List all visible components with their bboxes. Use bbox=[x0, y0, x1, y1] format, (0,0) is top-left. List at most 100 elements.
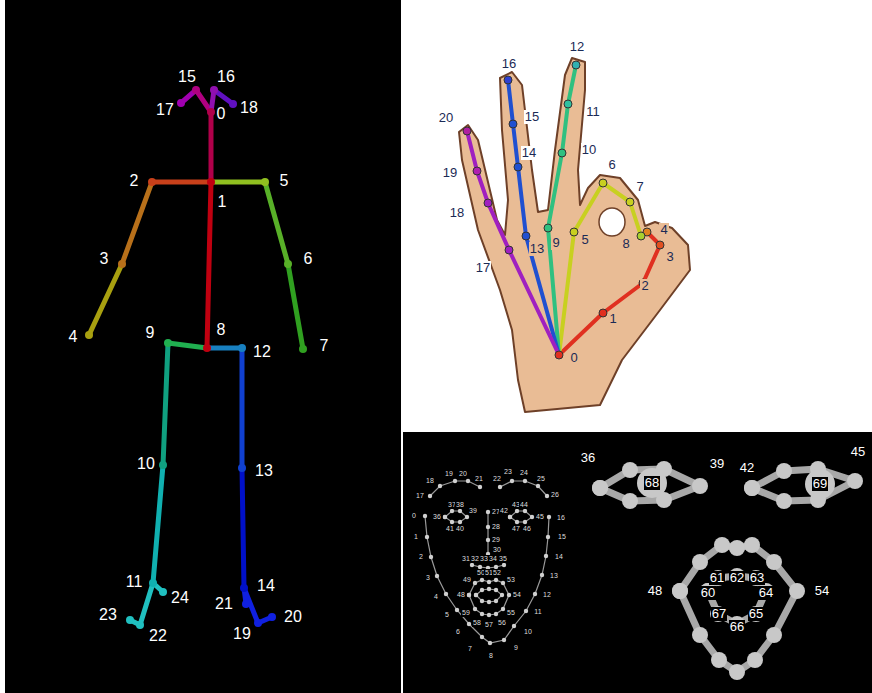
hand-keypoint-number: 13 bbox=[529, 242, 545, 256]
face-keypoint-number: 3 bbox=[425, 574, 431, 582]
body-keypoint-number: 19 bbox=[232, 625, 252, 643]
hand-keypoint-number: 14 bbox=[521, 146, 537, 160]
face-keypoint-number: 59 bbox=[461, 609, 471, 617]
body-keypoint-number: 2 bbox=[129, 172, 140, 190]
face-keypoint-number: 0 bbox=[411, 512, 417, 520]
hand-skeleton bbox=[467, 65, 660, 355]
face-keypoint-number: 26 bbox=[550, 491, 560, 499]
face-keypoint-number: 47 bbox=[511, 525, 521, 533]
face-keypoint-number: 2 bbox=[418, 553, 424, 561]
body-keypoint-number: 20 bbox=[283, 608, 303, 626]
face-keypoint-number: 21 bbox=[474, 475, 484, 483]
zoom-keypoint-number: 64 bbox=[758, 586, 774, 600]
hand-keypoint-number: 2 bbox=[640, 279, 649, 293]
face-keypoint-number: 38 bbox=[455, 501, 465, 509]
face-keypoint-number: 19 bbox=[444, 470, 454, 478]
zoom-keypoint-number: 63 bbox=[749, 571, 765, 585]
hand-keypoint-number: 11 bbox=[585, 105, 601, 119]
hand-keypoint-number: 5 bbox=[580, 233, 589, 247]
face-keypoint-number: 46 bbox=[522, 525, 532, 533]
face-panel bbox=[403, 432, 872, 693]
body-keypoint-number: 21 bbox=[214, 595, 234, 613]
face-keypoint-number: 7 bbox=[467, 645, 473, 653]
face-keypoint-number: 23 bbox=[503, 468, 513, 476]
face-keypoint-number: 54 bbox=[512, 591, 522, 599]
face-keypoint-number: 12 bbox=[542, 591, 552, 599]
hand-joints bbox=[463, 61, 664, 359]
body-keypoint-number: 14 bbox=[256, 577, 276, 595]
face-keypoint-number: 25 bbox=[536, 475, 546, 483]
body-keypoint-number: 12 bbox=[252, 343, 272, 361]
face-keypoint-number: 41 bbox=[445, 525, 455, 533]
hand-keypoint-number: 9 bbox=[551, 236, 560, 250]
zoom-keypoint-number: 36 bbox=[580, 451, 596, 465]
body-keypoint-number: 6 bbox=[303, 250, 314, 268]
face-keypoint-number: 48 bbox=[456, 591, 466, 599]
body-panel bbox=[5, 0, 401, 693]
zoom-keypoint-number: 68 bbox=[644, 476, 660, 490]
pupil-dot bbox=[805, 469, 835, 499]
hand-keypoint-number: 0 bbox=[569, 351, 578, 365]
zoom-keypoint-number: 39 bbox=[709, 457, 725, 471]
face-keypoint-number: 9 bbox=[513, 644, 519, 652]
hand-keypoint-number: 10 bbox=[581, 143, 597, 157]
body-keypoint-number: 9 bbox=[145, 324, 156, 342]
face-keypoint-number: 34 bbox=[488, 555, 498, 563]
hand-keypoint-number: 18 bbox=[449, 206, 465, 220]
face-keypoint-number: 14 bbox=[554, 553, 564, 561]
face-keypoint-number: 8 bbox=[488, 652, 494, 660]
face-keypoint-number: 58 bbox=[472, 619, 482, 627]
zoom-keypoint-number: 60 bbox=[700, 586, 716, 600]
face-keypoint-number: 20 bbox=[458, 470, 468, 478]
face-keypoint-number: 36 bbox=[432, 513, 442, 521]
hand-ring-gap bbox=[599, 208, 625, 236]
body-keypoint-number: 17 bbox=[155, 101, 175, 119]
hand-keypoint-number: 1 bbox=[608, 312, 617, 326]
zoom-keypoint-number: 66 bbox=[729, 620, 745, 634]
hand-keypoint-number: 7 bbox=[635, 180, 644, 194]
face-keypoint-number: 57 bbox=[484, 621, 494, 629]
body-keypoint-number: 4 bbox=[68, 328, 79, 346]
body-keypoint-number: 0 bbox=[216, 105, 227, 123]
face-keypoint-number: 49 bbox=[462, 576, 472, 584]
face-keypoint-number: 30 bbox=[492, 546, 502, 554]
hand-keypoint-number: 19 bbox=[442, 166, 458, 180]
body-keypoint-number: 11 bbox=[125, 573, 144, 591]
zoom-keypoint-number: 61 bbox=[709, 571, 725, 585]
face-landmarks bbox=[425, 481, 549, 643]
face-keypoint-number: 55 bbox=[506, 609, 516, 617]
face-keypoint-number: 4 bbox=[433, 593, 439, 601]
face-keypoint-number: 28 bbox=[491, 523, 501, 531]
body-keypoint-number: 16 bbox=[216, 68, 236, 86]
hand-keypoint-number: 6 bbox=[607, 158, 616, 172]
zoom-keypoint-number: 62 bbox=[729, 571, 745, 585]
hand-keypoint-number: 8 bbox=[621, 237, 630, 251]
zoomed-landmarks bbox=[600, 469, 855, 672]
body-joints bbox=[85, 86, 307, 629]
zoom-keypoint-number: 48 bbox=[647, 584, 663, 598]
body-keypoint-number: 13 bbox=[254, 462, 274, 480]
face-keypoint-number: 40 bbox=[455, 525, 465, 533]
face-keypoint-number: 53 bbox=[506, 576, 516, 584]
hand-keypoint-number: 3 bbox=[665, 250, 674, 264]
face-keypoint-number: 45 bbox=[535, 513, 545, 521]
body-keypoint-number: 18 bbox=[239, 99, 259, 117]
face-keypoint-number: 52 bbox=[492, 569, 502, 577]
zoom-keypoint-number: 69 bbox=[812, 477, 828, 491]
body-keypoint-number: 22 bbox=[148, 627, 168, 645]
hand-keypoint-number: 15 bbox=[524, 110, 540, 124]
body-keypoint-number: 8 bbox=[216, 321, 227, 339]
zoom-keypoint-number: 45 bbox=[850, 445, 866, 459]
face-keypoint-number: 18 bbox=[425, 477, 435, 485]
hand-keypoint-number: 12 bbox=[569, 40, 585, 54]
face-keypoint-number: 15 bbox=[557, 533, 567, 541]
face-keypoint-number: 22 bbox=[492, 475, 502, 483]
body-skeleton bbox=[89, 90, 303, 625]
body-keypoint-number: 1 bbox=[217, 193, 228, 211]
zoom-keypoint-number: 54 bbox=[814, 584, 830, 598]
face-keypoint-number: 44 bbox=[519, 501, 529, 509]
body-keypoint-number: 24 bbox=[170, 589, 190, 607]
face-keypoint-number: 39 bbox=[468, 507, 478, 515]
